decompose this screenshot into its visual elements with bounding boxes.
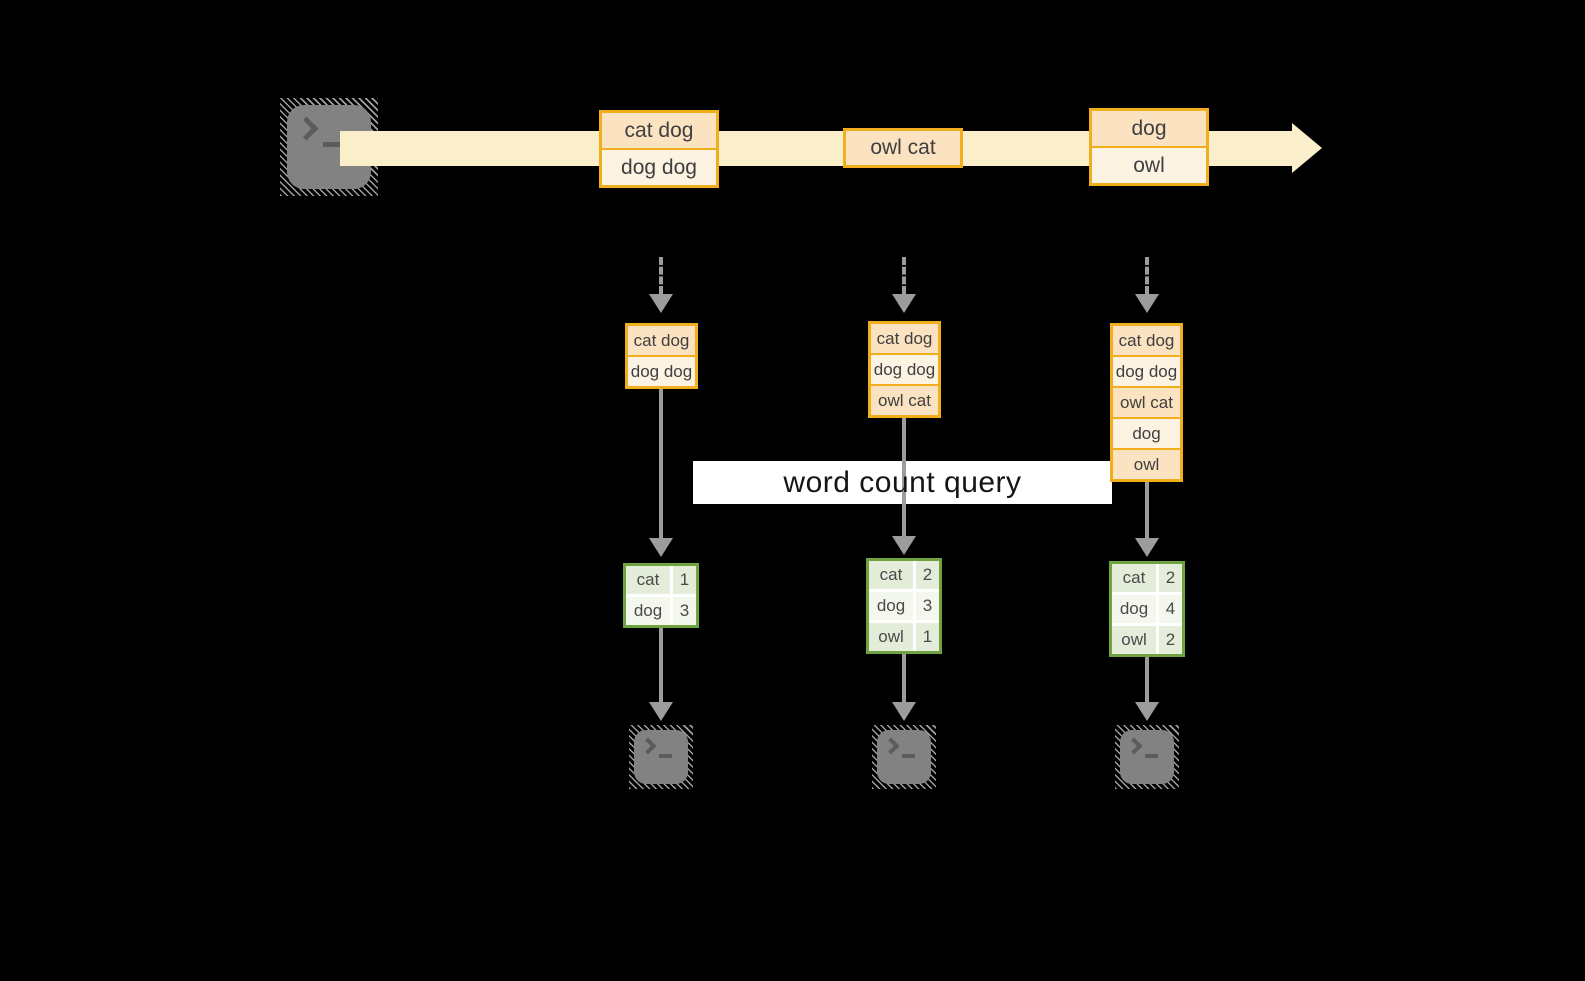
record-row: dog dog xyxy=(628,355,695,386)
event-row: dog dog xyxy=(602,148,716,185)
record-row: owl cat xyxy=(1113,386,1180,417)
prompt-underscore-icon xyxy=(902,754,915,758)
count-cell: 1 xyxy=(673,566,696,594)
stream-event-box-1: cat dog dog dog xyxy=(599,110,719,188)
record-row: owl cat xyxy=(871,384,938,415)
event-row: cat dog xyxy=(602,113,716,148)
flow-arrow xyxy=(1145,479,1149,538)
output-terminal-icon xyxy=(872,725,936,789)
count-cell: 2 xyxy=(1159,626,1182,654)
stream-event-box-3: dog owl xyxy=(1089,108,1209,186)
word-cell: dog xyxy=(1112,595,1156,623)
dashed-arrowhead-icon xyxy=(649,294,673,313)
word-count-table-3: cat 2 dog 4 owl 2 xyxy=(1109,561,1185,657)
record-row: dog dog xyxy=(871,353,938,384)
stream-event-box-2: owl cat xyxy=(843,128,963,168)
word-cell: dog xyxy=(869,592,913,620)
word-cell: owl xyxy=(1112,626,1156,654)
count-cell: 2 xyxy=(916,561,939,589)
flow-arrow xyxy=(659,388,663,538)
word-count-table-1: cat 1 dog 3 xyxy=(623,563,699,628)
event-row: dog xyxy=(1092,111,1206,146)
flow-arrow xyxy=(1145,657,1149,702)
count-cell: 2 xyxy=(1159,564,1182,592)
prompt-chevron-icon xyxy=(1125,737,1143,755)
prompt-chevron-icon xyxy=(882,737,900,755)
query-label: word count query xyxy=(783,466,1022,499)
flow-arrow xyxy=(902,654,906,702)
dashed-arrow xyxy=(902,257,906,294)
flow-arrowhead-icon xyxy=(649,702,673,721)
flow-arrowhead-icon xyxy=(892,702,916,721)
prompt-underscore-icon xyxy=(323,142,342,147)
prompt-underscore-icon xyxy=(659,754,672,758)
flow-arrowhead-icon xyxy=(649,538,673,557)
flow-arrow xyxy=(659,628,663,702)
word-cell: owl xyxy=(869,623,913,651)
flow-arrow xyxy=(902,416,906,536)
record-row: cat dog xyxy=(1113,326,1180,355)
dashed-arrowhead-icon xyxy=(892,294,916,313)
word-cell: cat xyxy=(626,566,670,594)
record-row: cat dog xyxy=(628,326,695,355)
terminal-body xyxy=(877,730,931,784)
word-cell: cat xyxy=(1112,564,1156,592)
word-count-table-2: cat 2 dog 3 owl 1 xyxy=(866,558,942,654)
terminal-body xyxy=(1120,730,1174,784)
flow-arrowhead-icon xyxy=(1135,702,1159,721)
terminal-body xyxy=(634,730,688,784)
output-terminal-icon xyxy=(629,725,693,789)
prompt-chevron-icon xyxy=(294,116,319,141)
count-cell: 1 xyxy=(916,623,939,651)
accumulated-records-2: cat dog dog dog owl cat xyxy=(868,321,941,418)
accumulated-records-3: cat dog dog dog owl cat dog owl xyxy=(1110,323,1183,482)
output-terminal-icon xyxy=(1115,725,1179,789)
flow-arrowhead-icon xyxy=(1135,538,1159,557)
count-cell: 4 xyxy=(1159,595,1182,623)
record-row: dog dog xyxy=(1113,355,1180,386)
event-row: owl xyxy=(1092,146,1206,183)
stream-arrowhead-icon xyxy=(1292,123,1322,173)
count-cell: 3 xyxy=(916,592,939,620)
flow-arrowhead-icon xyxy=(892,536,916,555)
record-row: cat dog xyxy=(871,324,938,353)
dashed-arrowhead-icon xyxy=(1135,294,1159,313)
count-cell: 3 xyxy=(673,597,696,625)
accumulated-records-1: cat dog dog dog xyxy=(625,323,698,389)
record-row: owl xyxy=(1113,448,1180,479)
word-cell: cat xyxy=(869,561,913,589)
dashed-arrow xyxy=(1145,257,1149,294)
event-row: owl cat xyxy=(846,131,960,165)
prompt-underscore-icon xyxy=(1145,754,1158,758)
prompt-chevron-icon xyxy=(639,737,657,755)
word-cell: dog xyxy=(626,597,670,625)
record-row: dog xyxy=(1113,417,1180,448)
dashed-arrow xyxy=(659,257,663,294)
